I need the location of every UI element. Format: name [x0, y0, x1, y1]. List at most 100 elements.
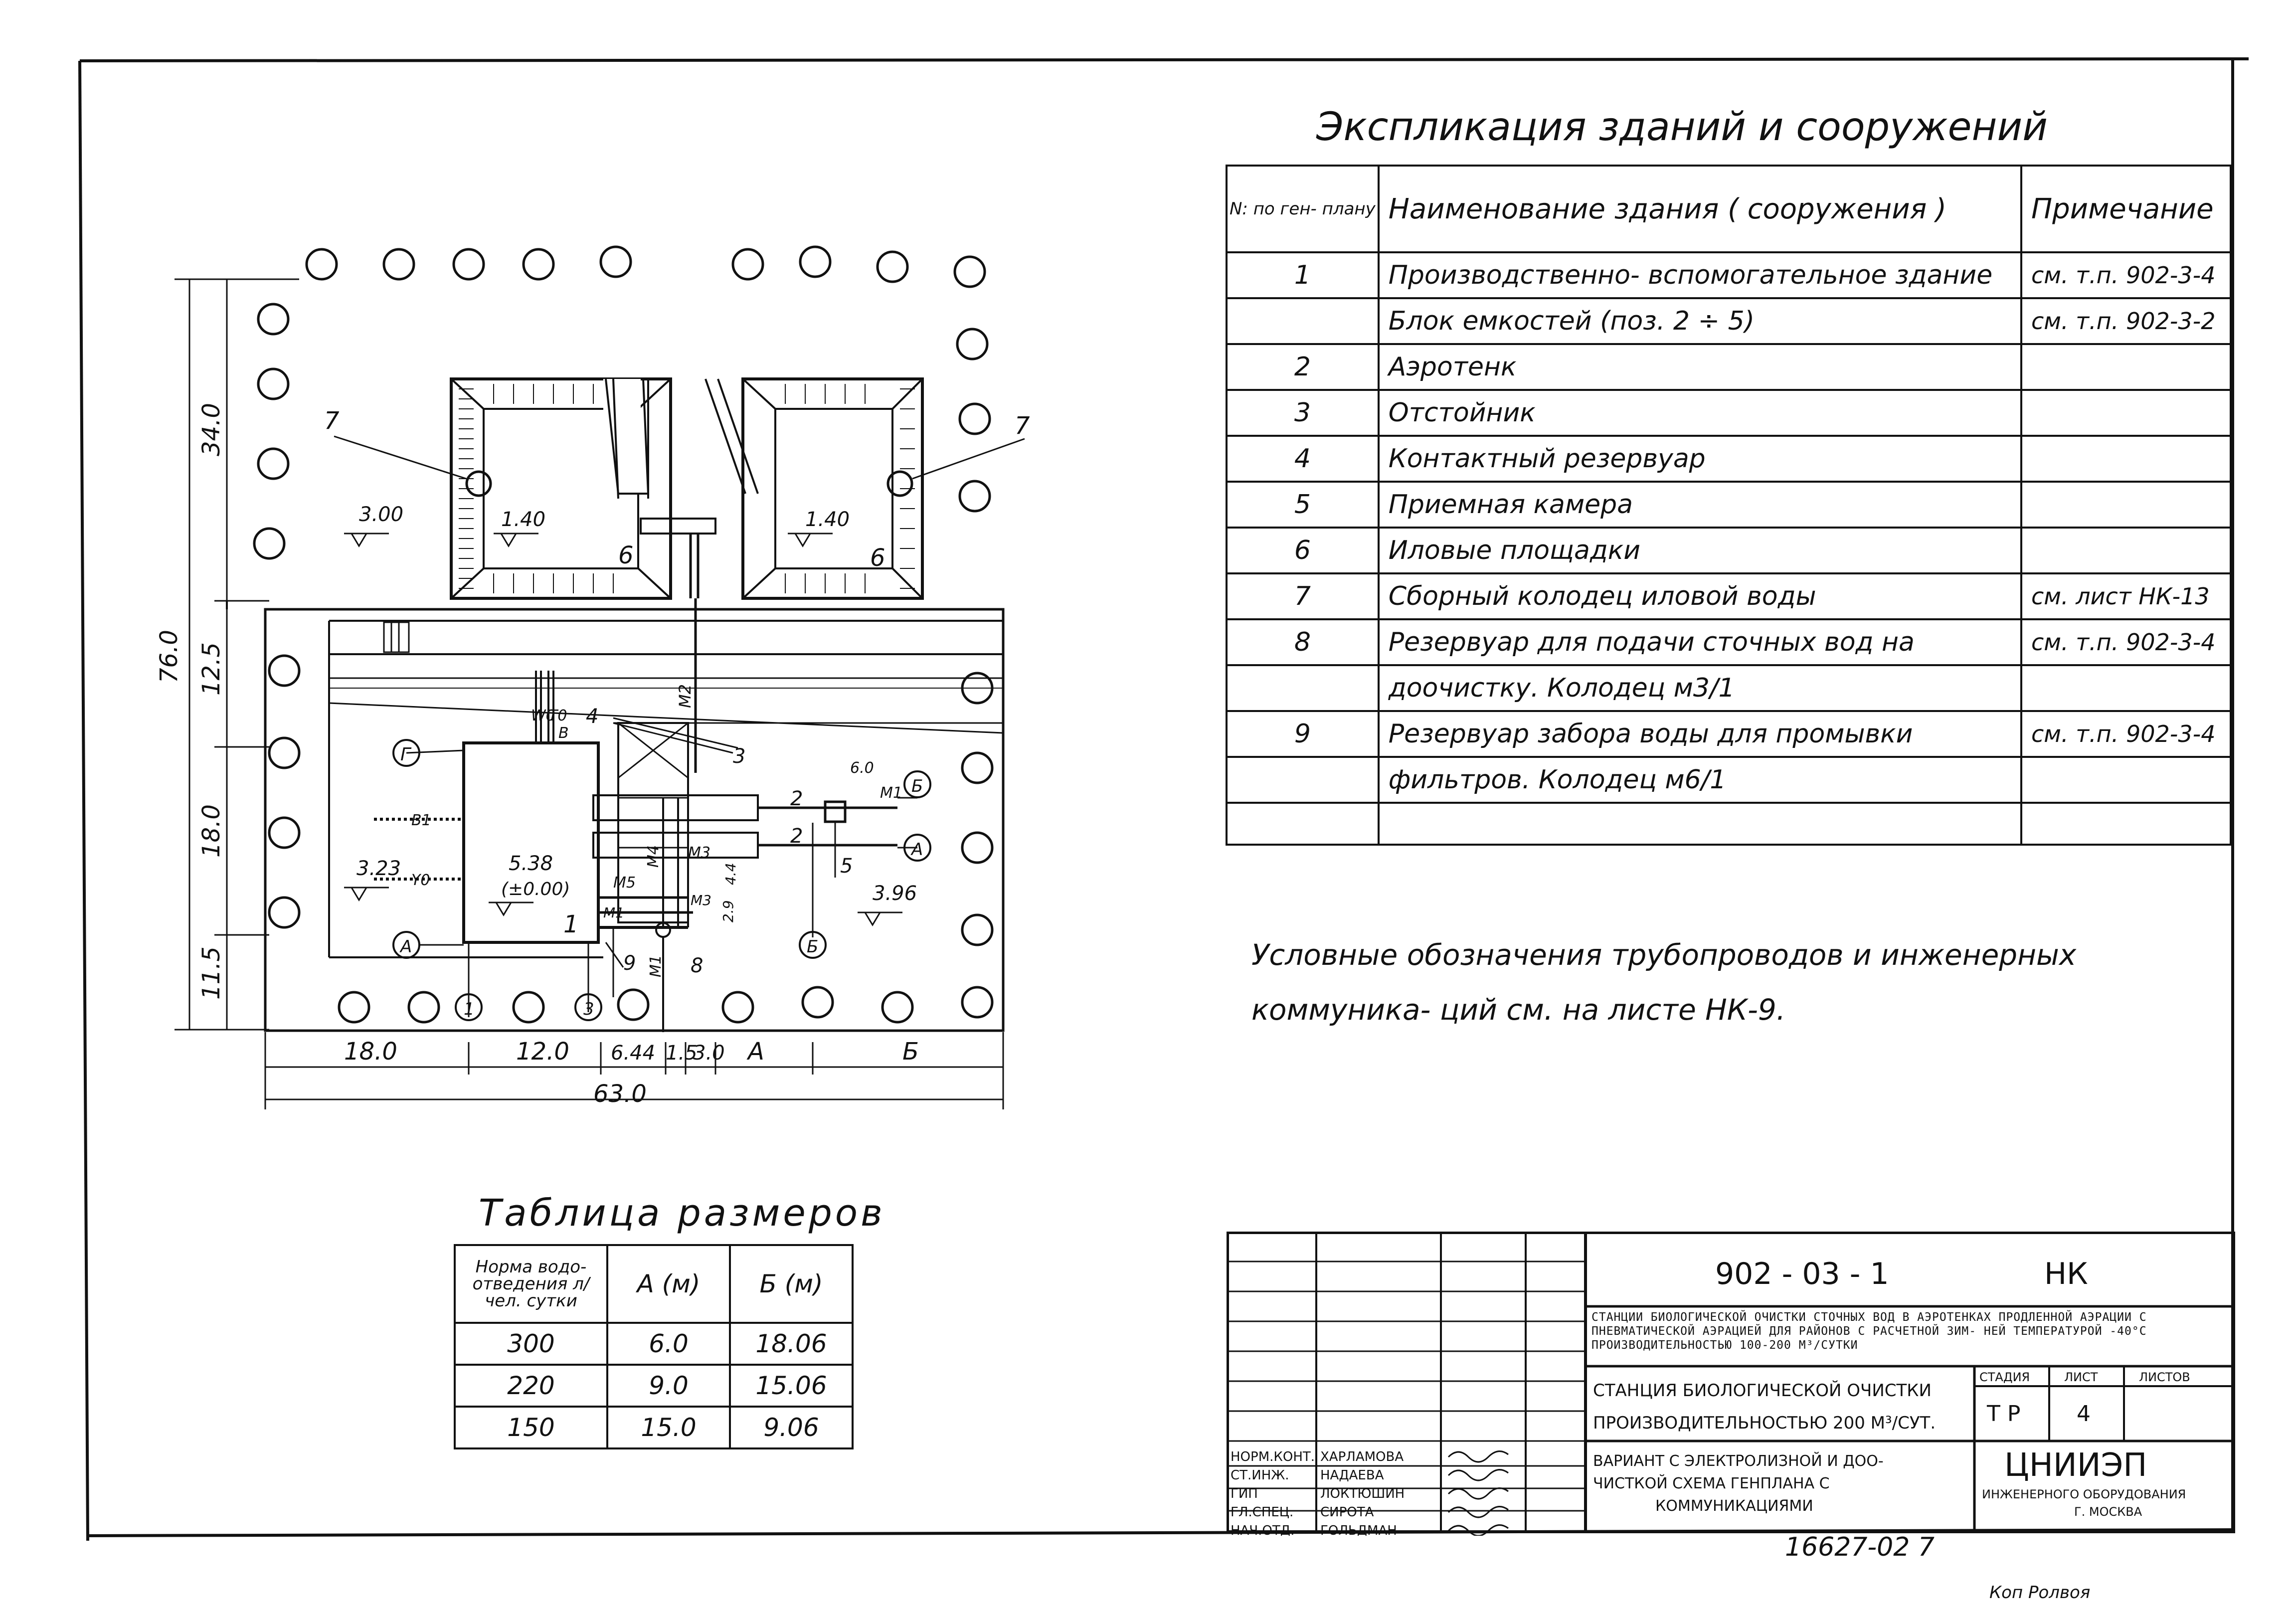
- dim-w3: 6.44: [611, 1042, 655, 1065]
- label-m4: М4: [645, 845, 662, 868]
- dim-h3: 18.0: [197, 804, 225, 858]
- ref-circle-a-right: [903, 834, 931, 862]
- inventory-number: 16627-02 7: [1785, 1532, 1935, 1562]
- station-line-2: ПРОИЗВОДИТЕЛЬНОСТЬЮ 200 М³/СУТ.: [1593, 1413, 1936, 1433]
- signatory-name: СИРОТА: [1320, 1505, 1374, 1520]
- road-line-4: [329, 702, 1004, 734]
- dim-h2: 12.5: [197, 642, 225, 696]
- label-8: 8: [691, 954, 703, 977]
- cell-name: Блок емкостей (поз. 2 ÷ 5): [1377, 297, 2023, 345]
- dim-total-h: 76.0: [155, 630, 183, 683]
- cell-name: Аэротенк: [1377, 343, 2023, 391]
- cell-name: Производственно- вспомогательное здание: [1377, 251, 2023, 299]
- label-6-left: 6: [618, 541, 634, 569]
- label-d44: 4.4: [722, 863, 739, 885]
- cell-name: доочистку. Колодец м3/1: [1377, 664, 2023, 712]
- ref-circle-b-bottom: [799, 931, 827, 959]
- cell-name: фильтров. Колодец м6/1: [1377, 756, 2023, 804]
- ref-circle-3: [574, 993, 602, 1021]
- org-sub-2: Г. МОСКВА: [2074, 1505, 2142, 1519]
- stage-header: СТАДИЯ: [1979, 1370, 2030, 1384]
- cell-note: см. т.п. 902-3-4: [2020, 251, 2232, 299]
- sizes-cell: 300: [454, 1322, 608, 1366]
- cell-num: [1226, 756, 1380, 804]
- copy-note: Коп Ролвоя: [1989, 1583, 2090, 1603]
- signature-scribble: [1447, 1524, 1509, 1536]
- signatory-role: ГЛ.СПЕЦ.: [1231, 1505, 1293, 1520]
- cell-num: 4: [1226, 435, 1380, 483]
- org-sub-1: ИНЖЕНЕРНОГО ОБОРУДОВАНИЯ: [1982, 1487, 2186, 1501]
- label-2a: 2: [790, 787, 803, 810]
- elev-2: 1.40: [501, 508, 545, 531]
- cell-note: см. т.п. 902-3-4: [2020, 618, 2232, 666]
- cell-name: Иловые площадки: [1377, 527, 2023, 574]
- sizes-header-norm: Норма водо- отведения л/чел. сутки: [454, 1244, 608, 1324]
- frame-left: [78, 60, 89, 1541]
- table-row: Блок емкостей (поз. 2 ÷ 5)см. т.п. 902-3…: [1226, 297, 2232, 345]
- label-3: 3: [733, 745, 745, 768]
- label-d60: 6.0: [850, 759, 874, 777]
- sludge-bed-right: [705, 377, 924, 600]
- sizes-cell: 15.06: [729, 1364, 854, 1408]
- variant-line-2: ЧИСТКОЙ СХЕМА ГЕНПЛАНА С: [1593, 1474, 1830, 1492]
- signature-scribble: [1447, 1469, 1509, 1481]
- org-name: ЦНИИЭП: [2004, 1447, 2147, 1484]
- label-1: 1: [563, 910, 579, 938]
- cell-num: 5: [1226, 481, 1380, 529]
- signatory-role: СТ.ИНЖ.: [1231, 1468, 1289, 1483]
- signatory-role: НОРМ.КОНТ.: [1231, 1449, 1315, 1464]
- cell-num: 8: [1226, 618, 1380, 666]
- dim-w2: 12.0: [516, 1038, 569, 1066]
- well-7-right: [886, 470, 913, 497]
- vertical-dimensions: [175, 278, 299, 1031]
- signatory-name: ЛОКТЮШИН: [1320, 1486, 1405, 1501]
- sheets-header: ЛИСТОВ: [2139, 1370, 2190, 1384]
- label-m5: М5: [613, 874, 636, 892]
- cell-note: [2020, 343, 2232, 391]
- cell-num: 2: [1226, 343, 1380, 391]
- circle-b-bottom-label: Б: [807, 937, 818, 957]
- label-b: В: [558, 724, 569, 742]
- sizes-header: Норма водо- отведения л/чел. сутки А (м)…: [454, 1244, 854, 1324]
- circle-a-right-label: А: [910, 840, 923, 860]
- elev-3: 1.40: [805, 508, 850, 531]
- sheet-value: 4: [2077, 1401, 2091, 1427]
- explication-title: Экспликация зданий и сооружений: [1316, 105, 2048, 150]
- signatory-role: ГИП: [1231, 1486, 1258, 1501]
- header-name: Наименование здания ( сооружения ): [1377, 165, 2023, 253]
- cell-num: 3: [1226, 389, 1380, 437]
- ref-circle-1: [455, 993, 483, 1021]
- signature-scribble: [1447, 1450, 1509, 1463]
- cell-name: [1377, 802, 2023, 846]
- cell-num: [1226, 664, 1380, 712]
- dim-h4: 11.5: [197, 946, 225, 1000]
- table-row: фильтров. Колодец м6/1: [1226, 756, 2232, 804]
- tank-block: [617, 722, 689, 923]
- sizes-header-b: Б (м): [729, 1244, 854, 1324]
- label-d29: 2.9: [720, 900, 736, 922]
- cell-num: 1: [1226, 251, 1380, 299]
- building-1: [462, 741, 600, 944]
- cell-note: [2020, 435, 2232, 483]
- cell-name: Контактный резервуар: [1377, 435, 2023, 483]
- circle-a-left-label: А: [399, 937, 412, 957]
- elev-4: 3.23: [356, 857, 401, 880]
- circle-g-label: Г: [400, 744, 412, 765]
- header-note: Примечание: [2020, 165, 2232, 253]
- dim-w1: 18.0: [344, 1038, 397, 1066]
- label-y0: Y0: [411, 872, 430, 889]
- doc-mark: НК: [2044, 1257, 2088, 1291]
- explication-table: N: по ген- плану Наименование здания ( с…: [1226, 165, 2232, 846]
- signatory-role: НАЧ.ОТД.: [1231, 1523, 1294, 1536]
- label-m2: М2: [676, 684, 695, 708]
- doc-description: СТАНЦИИ БИОЛОГИЧЕСКОЙ ОЧИСТКИ СТОЧНЫХ ВО…: [1591, 1311, 2147, 1352]
